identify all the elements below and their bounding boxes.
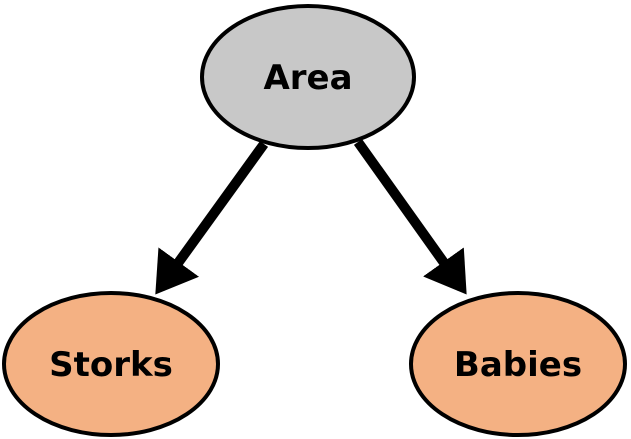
node-babies: Babies [409, 291, 627, 437]
edge-area-to-storks [155, 141, 269, 295]
node-storks-label: Storks [49, 345, 173, 385]
edge-area-to-babies [353, 139, 467, 295]
node-area-label: Area [263, 58, 352, 98]
node-area-shape [200, 4, 416, 150]
node-babies-label: Babies [454, 345, 582, 385]
node-storks: Storks [2, 291, 220, 437]
node-area: Area [200, 4, 416, 150]
node-babies-shape [409, 291, 627, 437]
node-storks-shape [2, 291, 220, 437]
